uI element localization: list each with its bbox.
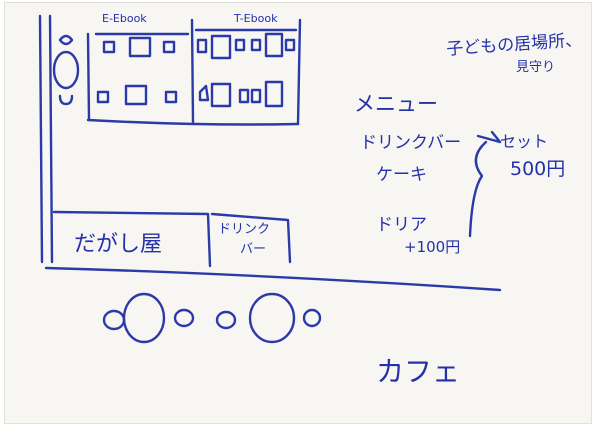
chair-small xyxy=(58,34,74,46)
cafe-table xyxy=(248,292,296,344)
menu-bracket xyxy=(468,140,488,238)
drinkbar-label-2: バー xyxy=(240,242,267,257)
shelf-right-divider xyxy=(296,18,302,126)
shelf-right-label: T-Ebook xyxy=(234,12,278,25)
shelf-bottom-line xyxy=(86,118,300,126)
shelf-book xyxy=(196,38,208,54)
menu-doria-price: +100円 xyxy=(404,238,461,256)
cafe-label: カフェ xyxy=(376,355,461,388)
chair-small xyxy=(58,94,74,106)
shelf-left-label: E-Ebook xyxy=(102,12,147,25)
menu-cake: ケーキ xyxy=(376,165,427,185)
shelf-book xyxy=(102,40,116,54)
cafe-table xyxy=(122,292,166,344)
shelf-book xyxy=(198,84,210,102)
shelf-book xyxy=(210,34,232,60)
floor-divider-line xyxy=(44,266,502,292)
shelf-book xyxy=(250,38,262,52)
dagashi-counter-box xyxy=(52,210,212,268)
shelf-left-divider xyxy=(86,32,91,122)
menu-title: メニュー xyxy=(354,92,438,116)
dagashi-label: だがし屋 xyxy=(74,232,163,257)
shelf-book xyxy=(210,82,232,108)
set-price: 500円 xyxy=(510,158,566,180)
shelf-book xyxy=(250,88,262,104)
shelf-book xyxy=(162,40,176,54)
shelf-book xyxy=(164,90,178,104)
inner-left-wall-line xyxy=(48,14,54,264)
cafe-chair xyxy=(102,309,126,331)
set-arrow xyxy=(476,130,502,144)
shelf-book xyxy=(124,84,148,106)
menu-drinkbar: ドリンクバー xyxy=(360,133,462,153)
shelf-book xyxy=(238,88,250,104)
shelf-book xyxy=(264,80,284,108)
note-sub: 見守り xyxy=(516,60,556,75)
left-wall-line xyxy=(38,14,44,264)
drinkbar-counter-box xyxy=(210,212,292,264)
table-round xyxy=(52,50,80,90)
cafe-chair xyxy=(173,308,195,328)
shelf-book xyxy=(128,36,152,58)
menu-doria: ドリア xyxy=(376,215,427,235)
set-label: セット xyxy=(500,132,549,151)
shelf-middle-divider xyxy=(190,18,195,124)
drinkbar-label-1: ドリンク xyxy=(218,222,271,237)
cafe-chair xyxy=(215,310,237,330)
shelf-book xyxy=(96,90,110,104)
cafe-chair xyxy=(302,308,322,328)
shelf-book xyxy=(264,32,284,58)
shelf-book xyxy=(284,38,296,52)
shelf-book xyxy=(234,38,246,52)
